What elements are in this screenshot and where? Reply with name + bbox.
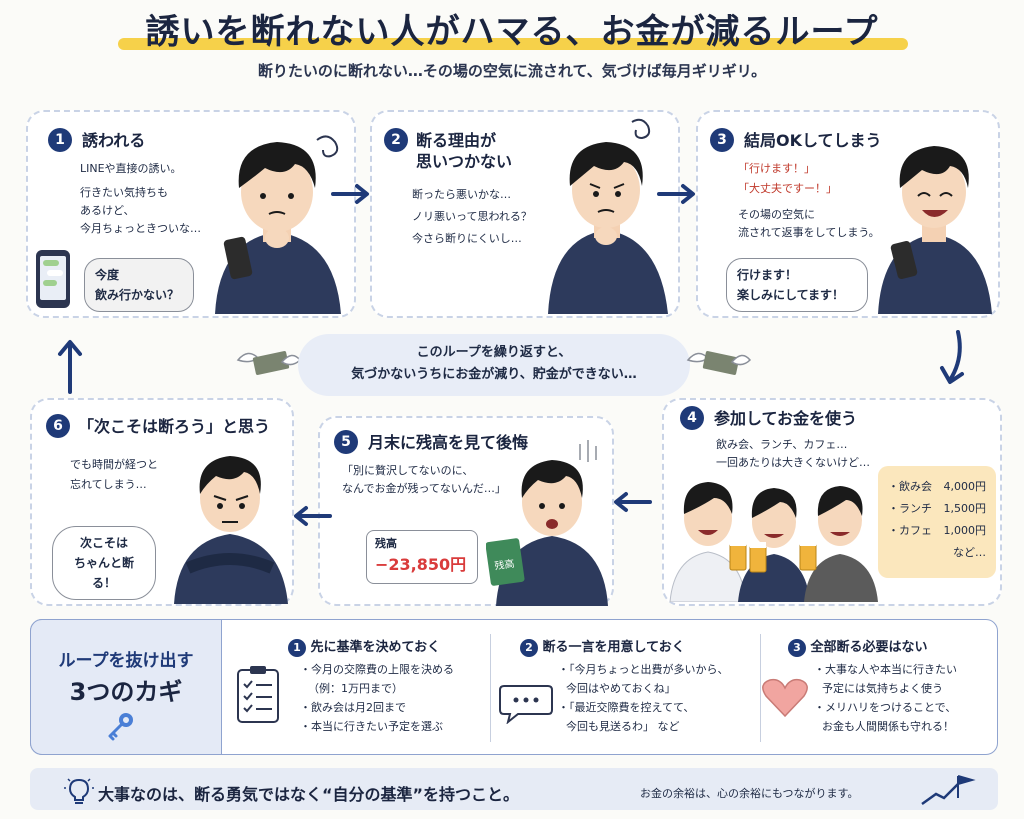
key-list-2: ・「今月ちょっと出費が多いから、 今回はやめておくね」 ・「最近交際費を控えてて… [558,663,729,733]
heart-icon [762,678,808,718]
step-text: 飲み会、ランチ、カフェ… 一回あたりは大きくないけど… [716,438,870,469]
key-title-2: 2 断る一言を用意しておく [520,636,685,657]
arrow-right-icon [331,184,369,204]
step-text: LINEや直接の誘い。 行きたい気持ちも あるけど、 今月ちょっときついな… [80,162,201,235]
bankbook-label: 残高 [494,557,516,573]
arrow-left-icon [294,506,332,526]
step-title: 断る理由が 思いつかない [416,131,513,171]
step-number: 2 [384,128,408,152]
step-title: 参加してお金を使う [714,409,858,428]
step-number: 3 [710,128,734,152]
person-happy-illustration [878,146,992,314]
key-icon [108,713,133,741]
keys-heading-panel [30,619,222,755]
arrow-left-icon [614,492,652,512]
page-subtitle: 断りたいのに断れない…その場の空気に流されて、気づけば毎月ギリギリ。 [257,62,767,80]
step-quotes: 「行けます！」 「大丈夫ですー！」 [738,162,837,195]
drinking-party-illustration [669,482,878,602]
loop-message-cloud: このループを繰り返すと、 気づかないうちにお金が減り、貯金ができない… [298,334,690,396]
step-number: 1 [48,128,72,152]
keys-heading: ループを抜け出す [58,651,194,671]
step-text: その場の空気に 流されて返事をしてしまう。 [738,208,880,239]
key-list-1: ・今月の交際費の上限を決める （例：1万円まで） ・飲み会は月2回まで ・本当に… [300,663,454,733]
step-text: でも時間が経つと 忘れてしまう… [70,458,158,491]
page-title: 誘いを断れない人がハマる、お金が減るループ [145,12,879,52]
clipboard-checklist-icon [237,666,279,723]
step-title: 月末に残高を見て後悔 [368,433,529,452]
step-number: 6 [46,414,70,438]
flying-money-icon [686,351,752,375]
speech-bubble: 行けます！ 楽しみにしてます！ [726,258,868,312]
step-text: 「別に贅沢してないのに、 なんでお金が残ってないんだ…」 [342,464,506,495]
title-highlight [118,38,908,50]
arrow-down-icon [940,330,964,384]
arrow-up-icon [58,340,82,394]
speech-bubble-icon [499,685,553,724]
step-title: 「次こそは断ろう」と思う [78,417,271,436]
smartphone-icon [36,250,70,308]
step-number: 4 [680,406,704,430]
person-thinking-illustration [215,135,341,314]
step-title: 誘われる [82,131,146,150]
speech-bubble: 今度 飲み行かない？ [84,258,194,312]
person-determined-illustration [174,456,288,604]
lightbulb-icon [64,778,94,804]
keys-divider [760,634,761,742]
footer-message: 大事なのは、断る勇気ではなく“自分の基準”を持つこと。 [98,785,520,804]
balance-box: 残高 −23,850円 [366,530,478,584]
step-number: 5 [334,430,358,454]
key-list-3: ・大事な人や本当に行きたい 予定には気持ちよく使う ・メリハリをつけることで、 … [814,663,957,733]
step-text: 断ったら悪いかな… ノリ悪いって思われる？ 今さら断りにくいし… [412,188,532,245]
key-title-1: 1 先に基準を決めておく [288,636,440,657]
step-title: 結局OKしてしまう [744,131,882,150]
arrow-right-icon [657,184,695,204]
person-worried-illustration [548,118,668,314]
keys-heading-count: 3つのカギ [69,678,183,706]
thought-bubble: 次こそは ちゃんと断る！ [52,526,156,600]
keys-divider [490,634,491,742]
flying-money-icon [236,351,302,375]
key-title-3: 3 全部断る必要はない [788,636,928,657]
growth-flag-icon [921,775,976,806]
footer-banner [30,768,998,810]
footer-submessage: お金の余裕は、心の余裕にもつながります。 [640,787,859,800]
person-shocked-illustration: 残高 [486,440,608,606]
